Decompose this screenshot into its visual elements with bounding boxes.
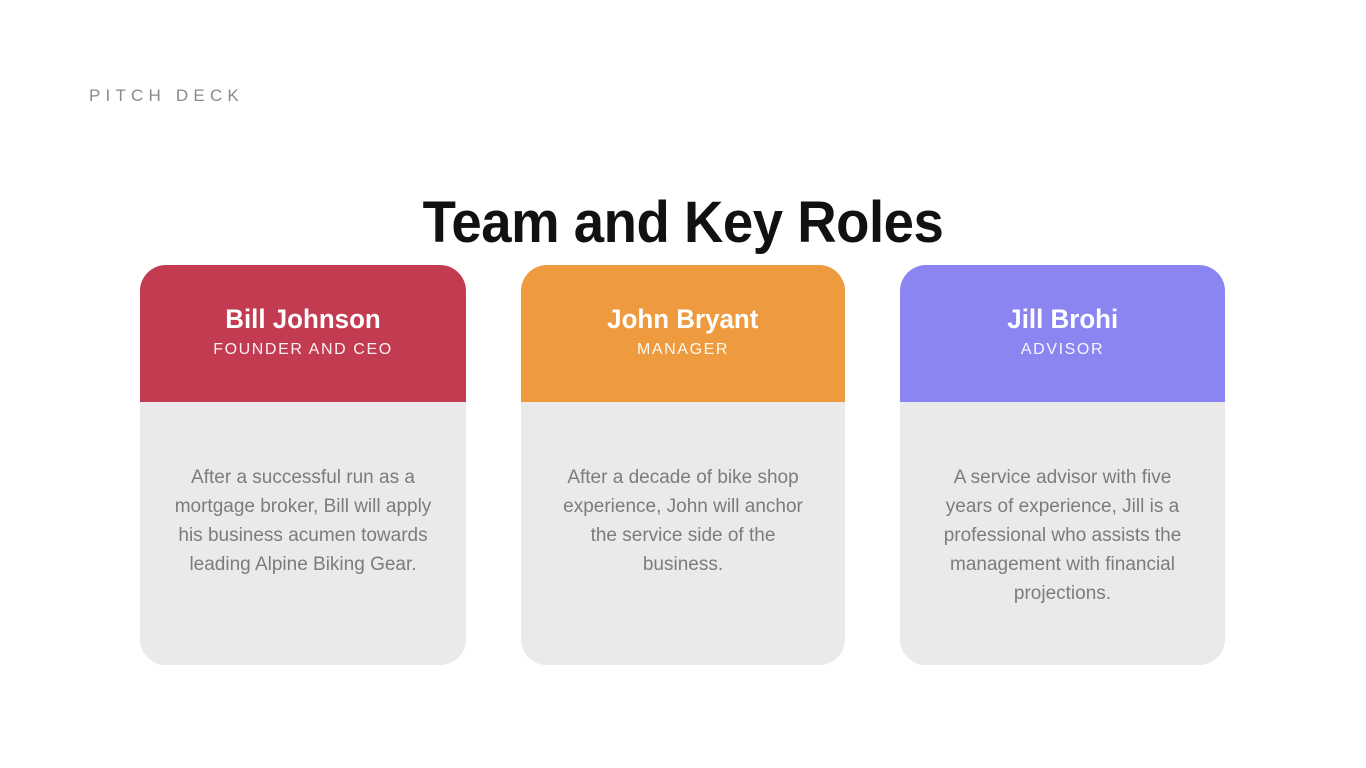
member-bio: After a successful run as a mortgage bro…	[174, 467, 432, 575]
member-name: Jill Brohi	[1007, 304, 1118, 334]
card-header: Jill Brohi ADVISOR	[900, 265, 1225, 402]
member-name: John Bryant	[607, 304, 759, 334]
member-name: Bill Johnson	[225, 304, 381, 334]
card-header: Bill Johnson FOUNDER AND CEO	[140, 265, 466, 402]
card-body: A service advisor with five years of exp…	[900, 402, 1225, 665]
member-role: MANAGER	[636, 341, 730, 358]
member-role: FOUNDER AND CEO	[213, 341, 393, 358]
team-member-card: Bill Johnson FOUNDER AND CEO After a suc…	[140, 265, 466, 665]
page-title: Team and Key Roles	[422, 189, 944, 255]
member-role: ADVISOR	[1020, 341, 1105, 358]
card-header: John Bryant MANAGER	[521, 265, 845, 402]
team-card-list: Bill Johnson FOUNDER AND CEO After a suc…	[140, 265, 1225, 665]
card-body: After a decade of bike shop experience, …	[521, 402, 845, 665]
deck-label: PITCH DECK	[89, 86, 244, 105]
card-body: After a successful run as a mortgage bro…	[140, 402, 466, 665]
team-member-card: Jill Brohi ADVISOR A service advisor wit…	[900, 265, 1225, 665]
member-bio: After a decade of bike shop experience, …	[563, 467, 803, 575]
member-bio: A service advisor with five years of exp…	[943, 467, 1182, 604]
team-member-card: John Bryant MANAGER After a decade of bi…	[521, 265, 845, 665]
